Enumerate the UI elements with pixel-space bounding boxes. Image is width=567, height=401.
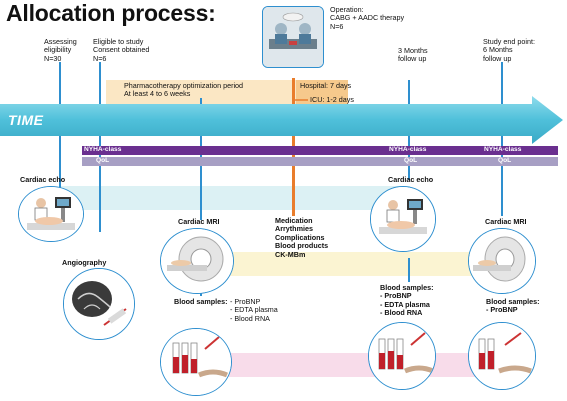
qol-bar	[82, 157, 558, 166]
cardiac-mri-icon-1	[160, 228, 234, 294]
icu-marker	[292, 99, 308, 101]
diagram-title: Allocation process:	[6, 0, 216, 26]
nyha-bar	[82, 146, 558, 155]
blood-sample-icon-2	[368, 322, 436, 390]
timeline-arrow	[0, 96, 563, 144]
blood-samples-label-1: Blood samples:	[174, 297, 228, 306]
blood-band	[200, 353, 500, 377]
operation-label: Operation: CABG + AADC therapy N=6	[330, 5, 405, 31]
qol-label-3: QoL	[498, 157, 512, 164]
three-month-line-b	[408, 258, 410, 282]
end-point-line	[501, 62, 503, 216]
nyha-label-1: NYHA-class	[84, 146, 122, 153]
cardiac-echo-label-1: Cardiac echo	[20, 175, 66, 184]
blood-samples-3m: Blood samples: - ProBNP - EDTA plasma - …	[380, 283, 434, 318]
hospital-items: Medication Arrythmies Complications Bloo…	[275, 216, 329, 259]
nyha-label-3: NYHA-class	[484, 146, 522, 153]
timeline-label: TIME	[8, 112, 44, 128]
icu-label: ICU: 1-2 days	[310, 95, 354, 104]
operation-illustration-icon	[262, 6, 324, 68]
cardiac-echo-icon-1	[18, 186, 84, 242]
eligible-label: Eligible to study Consent obtained N=6	[93, 37, 150, 63]
hospital-label: Hospital: 7 days	[300, 81, 352, 90]
blood-samples-6m: Blood samples: - ProBNP	[486, 297, 540, 315]
angiography-icon	[63, 268, 135, 340]
qol-label-2: QoL	[404, 157, 418, 164]
cardiac-mri-label-2: Cardiac MRI	[485, 217, 527, 226]
cardiac-echo-label-2: Cardiac echo	[388, 175, 434, 184]
blood-sample-icon-3	[468, 322, 536, 390]
three-months-label: 3 Months follow up	[398, 46, 428, 64]
assessing-label: Assessing eligibility N=30	[44, 37, 77, 63]
cardiac-mri-label-1: Cardiac MRI	[178, 217, 220, 226]
nyha-label-2: NYHA-class	[389, 146, 427, 153]
cardiac-mri-icon-2	[468, 228, 536, 294]
blood-sample-icon-1	[160, 328, 232, 396]
mri-band	[200, 252, 500, 276]
cardiac-echo-icon-2	[370, 186, 436, 252]
pharmacotherapy-label: Pharmacotherapy optimization period At l…	[124, 81, 244, 99]
blood-samples-items-1: - ProBNP - EDTA plasma - Blood RNA	[230, 297, 278, 323]
end-point-label: Study end point: 6 Months follow up	[483, 37, 535, 63]
qol-label-1: QoL	[96, 157, 110, 164]
angiography-label: Angiography	[62, 258, 107, 267]
echo-band	[60, 186, 410, 210]
